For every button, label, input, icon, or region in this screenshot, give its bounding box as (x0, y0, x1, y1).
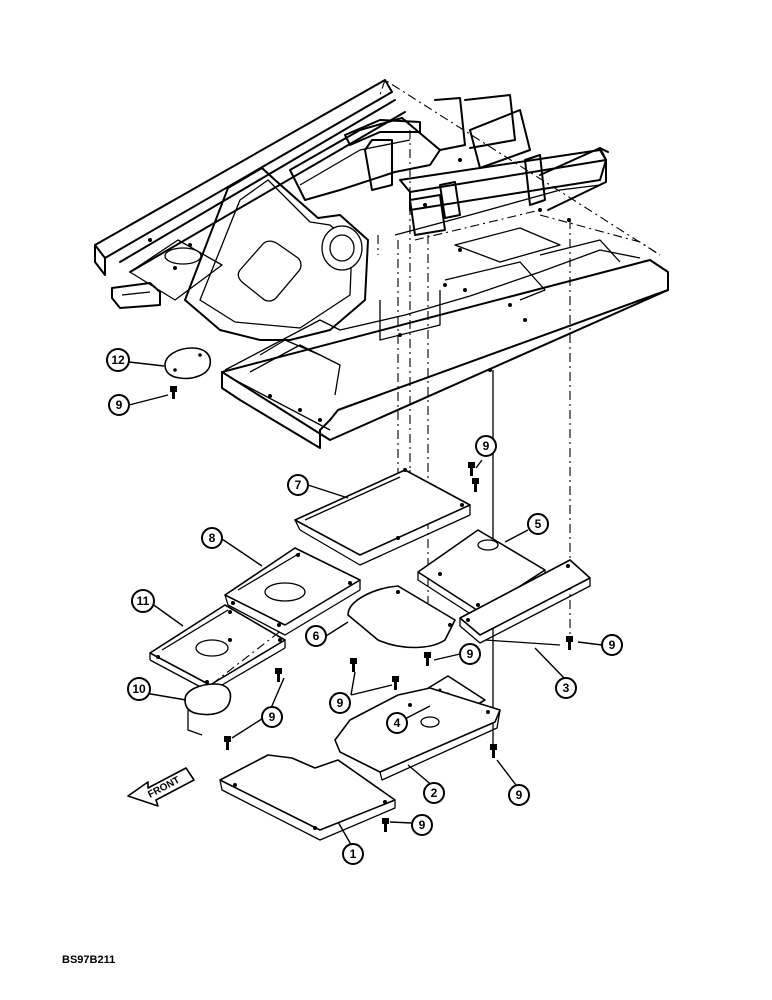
callout-9: 9 (601, 634, 623, 656)
svg-text:7: 7 (295, 478, 302, 492)
plate-2 (334, 687, 501, 781)
bolt-icon (566, 636, 573, 650)
plate-12 (164, 347, 212, 380)
svg-text:2: 2 (431, 786, 438, 800)
svg-text:12: 12 (111, 353, 125, 367)
svg-text:9: 9 (483, 439, 490, 453)
bolt-icon (350, 658, 357, 672)
svg-text:10: 10 (132, 682, 146, 696)
callout-9: 9 (108, 394, 130, 416)
svg-text:5: 5 (535, 517, 542, 531)
callout-9: 9 (329, 692, 351, 714)
plate-1 (219, 754, 396, 841)
callout-5: 5 (527, 513, 549, 535)
svg-text:9: 9 (116, 398, 123, 412)
svg-text:8: 8 (209, 531, 216, 545)
callout-4: 4 (386, 712, 408, 734)
callout-9: 9 (459, 643, 481, 665)
callout-10: 10 (127, 677, 151, 701)
callout-9: 9 (475, 435, 497, 457)
plate-3 (459, 559, 591, 646)
bolt-icon (468, 462, 475, 476)
callout-7: 7 (287, 474, 309, 496)
bolt-icon (490, 744, 497, 758)
svg-text:11: 11 (137, 594, 150, 608)
svg-text:1: 1 (350, 847, 357, 861)
bolt-icon (472, 478, 479, 492)
callout-9: 9 (261, 706, 283, 728)
callout-6: 6 (305, 625, 327, 647)
bolt-icon (170, 386, 177, 399)
bolt-icon (382, 818, 389, 832)
svg-text:9: 9 (419, 818, 426, 832)
callout-9: 9 (508, 784, 530, 806)
svg-text:3: 3 (563, 681, 570, 695)
svg-text:9: 9 (516, 788, 523, 802)
bolt-icon (392, 676, 399, 690)
callout-8: 8 (201, 527, 223, 549)
leader-lines (128, 361, 603, 849)
plate-11 (149, 604, 286, 693)
plate-10 (184, 629, 283, 736)
bolts (170, 386, 573, 832)
plate-6 (347, 585, 456, 649)
callout-3: 3 (555, 677, 577, 699)
plate-7 (294, 468, 471, 566)
drawing-code: BS97B211 (62, 954, 115, 966)
bolt-icon (224, 736, 231, 750)
callout-12: 12 (106, 348, 130, 372)
svg-text:9: 9 (337, 696, 344, 710)
plate-8 (224, 547, 361, 636)
callout-2: 2 (423, 782, 445, 804)
svg-text:6: 6 (313, 629, 320, 643)
callout-1: 1 (342, 843, 364, 865)
svg-text:9: 9 (269, 710, 276, 724)
front-direction-arrow: FRONT (127, 767, 195, 807)
bolt-icon (424, 652, 431, 666)
bolt-icon (275, 668, 282, 682)
callout-9: 9 (411, 814, 433, 836)
svg-text:4: 4 (394, 716, 401, 730)
svg-text:9: 9 (467, 647, 474, 661)
callout-11: 11 (131, 589, 155, 613)
svg-text:9: 9 (609, 638, 616, 652)
main-frame (94, 79, 669, 449)
